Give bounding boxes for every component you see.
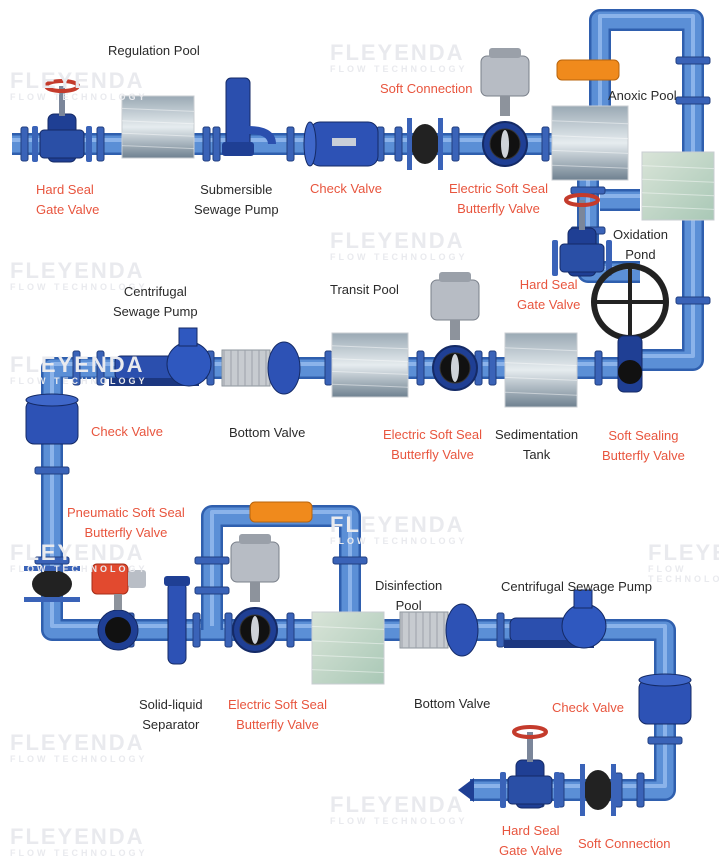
check-valve-icon [25,393,79,445]
label-transit-pool: Transit Pool [330,282,399,297]
flange [614,772,623,808]
soft-connection-icon [24,566,80,602]
flange [286,126,295,162]
check-valve-icon [638,673,692,725]
flange [675,296,711,305]
flange [594,350,603,386]
flange [416,350,425,386]
flange [212,126,221,162]
flange [647,736,683,745]
flange [96,126,105,162]
check-valve-icon [303,121,379,167]
sedimentation-tank-image [504,332,578,408]
orange-connector [556,59,620,81]
transit-pool-image [331,332,409,398]
bottom-valve-icon [399,603,479,657]
label-bottom-valve: Bottom Valve [229,425,306,440]
pneumatic-actuator-icon [91,563,146,651]
label-check-valve: Check Valve [310,181,383,196]
flange [286,612,295,648]
flange [636,772,645,808]
flange [332,556,368,565]
regulation-pool-image [121,95,195,159]
label-centrifugal-sewage-pump-2: Centrifugal Sewage Pump [501,579,653,594]
anoxic-pool-image [551,105,629,181]
disinfection-pool-image [311,611,385,685]
label-bottom-valve-2: Bottom Valve [414,696,491,711]
submersible-pump-icon [222,77,276,156]
gate-valve-icon [552,193,612,277]
oxidation-pond-image [641,151,715,221]
flange [488,350,497,386]
soft-connection-icon [407,118,443,170]
label-check-valve-3: Check Valve [552,700,625,715]
flange [202,126,211,162]
orange-connector [249,501,313,523]
flange [72,350,81,386]
flange [451,126,460,162]
flange [324,350,333,386]
flange [194,586,230,595]
electric-butterfly-valve-icon [230,534,280,653]
flange [541,126,550,162]
label-soft-connection: Soft Connection [380,81,473,96]
gate-valve-icon [500,725,560,809]
bottom-valve-icon [221,341,301,395]
flange [496,612,505,648]
gate-valve-icon [32,79,92,163]
outlet-arrow [458,778,474,802]
flange [394,126,403,162]
soft-connection-icon [580,764,616,816]
flange [675,96,711,105]
solid-liquid-separator-icon [164,576,190,665]
flange [675,56,711,65]
flange [20,126,29,162]
flange [194,556,230,565]
flange [192,612,201,648]
flange [34,556,70,565]
centrifugal-pump-icon [504,589,607,649]
label-anoxic-pool: Anoxic Pool [608,88,677,103]
flange [96,350,105,386]
label-regulation-pool: Regulation Pool [108,43,200,58]
flange [34,466,70,475]
centrifugal-pump-icon [109,327,212,387]
electric-butterfly-valve-icon [430,272,480,391]
flange [570,186,606,195]
soft-sealing-butterfly-valve-icon [591,263,669,393]
label-check-valve-2: Check Valve [91,424,164,439]
label-soft-connection-2: Soft Connection [578,836,671,851]
flange [224,612,233,648]
electric-butterfly-valve-icon [480,48,530,167]
